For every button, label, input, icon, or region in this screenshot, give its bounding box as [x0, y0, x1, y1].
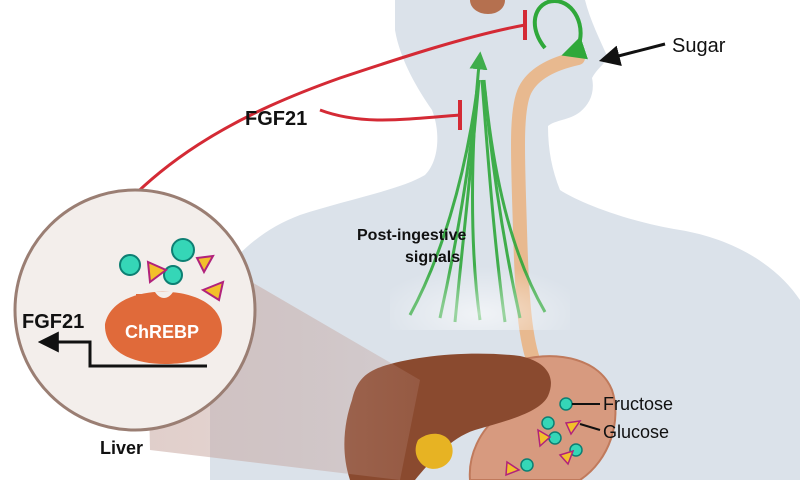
chrebp-label: ChREBP	[125, 322, 199, 342]
fgf21-top-label: FGF21	[245, 108, 307, 130]
fructose-icon	[559, 397, 573, 411]
fgf21-circle-label: FGF21	[22, 311, 84, 333]
fructose-icon	[119, 254, 141, 276]
circle-molecules	[119, 238, 225, 302]
sugar-arrow	[598, 42, 666, 66]
glucose-icon	[146, 260, 168, 284]
fructose-icon	[548, 431, 562, 445]
gallbladder	[415, 433, 453, 469]
fructose-icon	[171, 238, 195, 262]
glucose-icon	[200, 280, 225, 302]
liver-label: Liver	[100, 438, 143, 458]
signal-fade	[390, 250, 570, 330]
post-ingestive-label-line2: signals	[405, 249, 460, 266]
fructose-icon	[520, 458, 534, 472]
oral-loop-arrow	[532, 0, 589, 60]
transcription-arrow	[37, 331, 207, 368]
post-ingestive-label-line1: Post-ingestive	[357, 227, 466, 244]
fructose-icon	[163, 265, 183, 285]
glucose-label: Glucose	[603, 422, 669, 442]
stomach-molecules	[505, 397, 583, 477]
chrebp-protein	[104, 291, 222, 364]
glucose-icon	[558, 449, 575, 466]
fructose-label: Fructose	[603, 394, 673, 414]
sugar-label: Sugar	[672, 35, 726, 57]
glucose-icon	[195, 254, 215, 275]
fructose-icon	[541, 416, 555, 430]
glucose-icon	[505, 460, 521, 477]
glucose-icon	[564, 420, 582, 436]
fgf21-to-signals-line	[319, 108, 461, 122]
glucose-icon	[537, 428, 552, 448]
brain-shape	[470, 0, 505, 14]
glucose-leader	[579, 423, 601, 431]
